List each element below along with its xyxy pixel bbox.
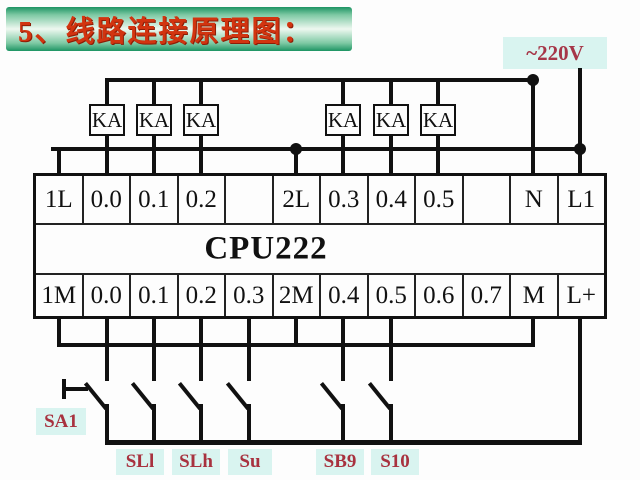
relay-ka-6: KA — [420, 104, 456, 136]
wire-line-to-L1 — [578, 68, 582, 175]
terminal-bot-L+: L+ — [566, 281, 596, 309]
terminal-top-1L: 1L — [36, 176, 84, 223]
switch-su-bottom-lead — [247, 404, 251, 442]
switch-label-su: Su — [228, 449, 272, 475]
switch-s10-bottom-lead — [389, 404, 393, 442]
wire-1M-drop — [57, 319, 61, 347]
relay-label: KA — [138, 107, 170, 132]
wire-1L-drop — [57, 147, 61, 175]
wire-M-drop — [531, 319, 535, 347]
wire-ka2-top — [152, 78, 156, 106]
switch-s10-top-lead — [389, 319, 393, 381]
switch-slh-top-lead — [199, 319, 203, 381]
wire-ka6-top — [436, 78, 440, 106]
switch-sb9-bottom-lead — [341, 404, 345, 442]
relay-label: KA — [422, 107, 454, 132]
page-title: 5、线路连接原理图： — [18, 16, 314, 48]
relay-ka-5: KA — [373, 104, 409, 136]
terminal-bot-0.7: 0.7 — [464, 275, 511, 316]
terminal-bot-0.1: 0.1 — [131, 275, 179, 316]
terminal-top-0.4: 0.4 — [369, 176, 416, 223]
switch-sll-top-lead — [152, 319, 156, 381]
switch-label-sll: SLl — [116, 449, 164, 475]
switch-sll-bottom-lead — [152, 404, 156, 442]
terminal-bot-0.0: 0.0 — [84, 275, 131, 316]
relay-label: KA — [91, 107, 123, 132]
terminal-bot-0.2: 0.2 — [179, 275, 226, 316]
wire-2M-drop — [294, 319, 298, 347]
switch-sa1-handle-link — [64, 387, 88, 391]
junction-2L — [290, 143, 302, 155]
switch-label-sb9: SB9 — [316, 449, 364, 475]
junction-line — [574, 143, 586, 155]
switch-label-slh: SLh — [172, 449, 220, 475]
terminal-bot-0.3: 0.3 — [226, 275, 274, 316]
terminal-top-L1: L1 — [567, 185, 596, 213]
wire-2L-drop — [294, 147, 298, 175]
relay-ka-1: KA — [89, 104, 125, 136]
switch-su-top-lead — [247, 319, 251, 381]
wire-Lplus-drop — [578, 319, 582, 443]
terminal-top-0.1: 0.1 — [131, 176, 179, 223]
title-bar: 5、线路连接原理图： — [6, 7, 352, 51]
wire-ka2-bottom — [152, 136, 156, 175]
plc-module: 1L 0.0 0.1 0.2 2L 0.3 0.4 0.5 N L1 CPU22… — [33, 173, 607, 319]
relay-label: KA — [185, 107, 217, 132]
terminal-top-blank-1 — [226, 176, 274, 223]
wire-ka5-bottom — [389, 136, 393, 175]
terminal-bot-0.6: 0.6 — [416, 275, 464, 316]
wire-ka4-top — [341, 78, 345, 106]
switch-label-s10: S10 — [371, 449, 419, 475]
terminal-row-top: 1L 0.0 0.1 0.2 2L 0.3 0.4 0.5 N L1 — [36, 176, 604, 225]
wire-ka3-bottom — [199, 136, 203, 175]
switch-sa1-top-lead — [105, 319, 109, 381]
relay-label: KA — [327, 107, 359, 132]
junction-neutral — [527, 74, 539, 86]
wire-ka4-bottom — [341, 136, 345, 175]
wire-live-bus — [51, 147, 584, 151]
cpu-label: CPU222 — [204, 230, 328, 267]
terminal-top-N: N — [511, 176, 559, 223]
wire-bottom-bus — [105, 440, 582, 445]
relay-ka-3: KA — [183, 104, 219, 136]
wire-ka1-top — [105, 78, 109, 106]
terminal-top-0.3: 0.3 — [321, 176, 369, 223]
terminal-top-2L: 2L — [274, 176, 321, 223]
wire-ka6-bottom — [436, 136, 440, 175]
switch-sa1-bottom-lead — [105, 404, 109, 442]
terminal-top-0.0: 0.0 — [84, 176, 131, 223]
terminal-bot-1M: 1M — [36, 275, 84, 316]
wire-ka1-bottom — [105, 136, 109, 175]
terminal-top-0.2: 0.2 — [179, 176, 226, 223]
terminal-bot-2M: 2M — [274, 275, 321, 316]
terminal-row-bottom: 1M 0.0 0.1 0.2 0.3 2M 0.4 0.5 0.6 0.7 M … — [36, 273, 604, 316]
terminal-bot-0.5: 0.5 — [369, 275, 416, 316]
terminal-top-blank-2 — [464, 176, 511, 223]
terminal-bot-M: M — [511, 275, 559, 316]
switch-label-sa1: SA1 — [36, 408, 86, 435]
power-voltage-label: ~220V — [503, 37, 607, 69]
wire-ka3-top — [199, 78, 203, 106]
switch-slh-bottom-lead — [199, 404, 203, 442]
cpu-row: CPU222 — [36, 225, 604, 273]
terminal-bot-0.4: 0.4 — [321, 275, 369, 316]
relay-ka-2: KA — [136, 104, 172, 136]
switch-sb9-top-lead — [341, 319, 345, 381]
wire-top-bus — [105, 78, 535, 82]
wire-neutral-to-N — [531, 78, 535, 175]
relay-label: KA — [375, 107, 407, 132]
relay-ka-4: KA — [325, 104, 361, 136]
terminal-top-0.5: 0.5 — [416, 176, 464, 223]
wire-ka5-top — [389, 78, 393, 106]
